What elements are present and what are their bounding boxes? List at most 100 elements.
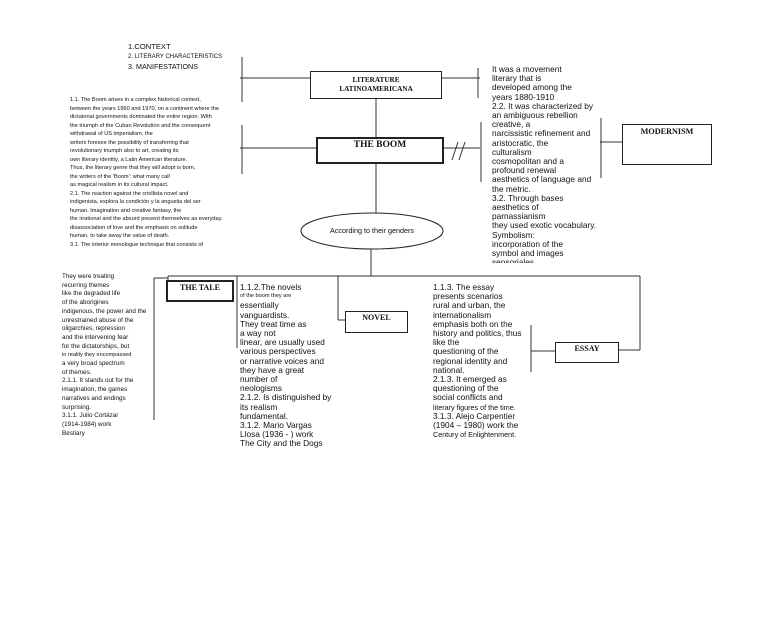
movement-line: narcissistic refinement and bbox=[492, 128, 591, 139]
tale-line: narratives and endings bbox=[62, 394, 126, 402]
context-line: 3.1. The interior monologue technique th… bbox=[70, 241, 203, 248]
tale-line: of the aborigines bbox=[62, 299, 109, 307]
context-line: dictatorial governments dominated the en… bbox=[70, 114, 212, 120]
context-line: Thus, the literary genre that they will … bbox=[70, 165, 196, 171]
movement-line: profound renewal bbox=[492, 165, 557, 176]
context-line: 2.1. The reaction against the criollista… bbox=[70, 190, 189, 197]
tale-line: a very broad spectrum bbox=[62, 360, 125, 368]
essay-line: national. bbox=[433, 364, 465, 375]
essay-line: 1.1.3. The essay bbox=[433, 282, 495, 292]
novel-line: of the boom they are bbox=[240, 293, 292, 300]
essay-node: ESSAY bbox=[555, 342, 619, 363]
essay-line: rural and urban, the bbox=[433, 300, 506, 311]
context-line: writers foresee the possibility of trans… bbox=[70, 139, 189, 146]
tale-line: of themes. bbox=[62, 368, 92, 376]
essay-line: questioning of the bbox=[433, 346, 499, 357]
novel-line: vanguardists. bbox=[240, 309, 290, 320]
tale-line: 2.1.1. It stands out for the bbox=[62, 377, 134, 385]
movement-line: years 1880-1910 bbox=[492, 91, 555, 102]
novel-line: neologisms bbox=[240, 383, 282, 394]
tale-line: They were treating bbox=[62, 273, 115, 280]
context-line: withdrawal of US imperialism, the bbox=[70, 131, 153, 137]
novel-node: NOVEL bbox=[345, 311, 408, 333]
novel-line: 2.1.2. Is distinguished by bbox=[240, 392, 332, 403]
movement-line: aesthetics of bbox=[492, 202, 539, 213]
novel-line: a way not bbox=[240, 328, 276, 339]
tale-text: They were treating recurring themes like… bbox=[62, 273, 146, 438]
tale-line: recurring themes bbox=[62, 281, 110, 289]
genders-ellipse bbox=[300, 212, 444, 250]
genders-node-label: According to their genders bbox=[330, 226, 414, 235]
novel-line: or narrative voices and bbox=[240, 355, 324, 366]
context-line: the writers of the 'Boom': what many cal… bbox=[70, 173, 170, 180]
context-line: the irrational and the absurd present th… bbox=[70, 216, 223, 222]
movement-line: an ambiguous rebellion bbox=[492, 110, 578, 121]
essay-node-label: ESSAY bbox=[574, 344, 600, 353]
tale-line: oligarchies, repression bbox=[62, 325, 125, 333]
context-line: revolutionary triumph also to art, creat… bbox=[70, 148, 179, 154]
context-text: 1.1. The Boom arises in a complex histor… bbox=[70, 96, 223, 249]
tale-node: THE TALE bbox=[166, 280, 234, 302]
tale-line: (1914-1984) work bbox=[62, 420, 112, 428]
novel-line: fundamental. bbox=[240, 410, 288, 421]
movement-line: developed among the bbox=[492, 82, 572, 93]
essay-line: Century of Enlightenment. bbox=[433, 430, 517, 440]
essay-line: literary figures of the time. bbox=[433, 402, 516, 412]
context-line: indigenista, explora la condición y la a… bbox=[70, 199, 201, 205]
novel-line: The City and the Dogs bbox=[240, 438, 323, 449]
movement-line: they used exotic vocabulary. bbox=[492, 220, 597, 231]
tale-line: imagination, the games bbox=[62, 386, 128, 394]
boom-node-label: THE BOOM bbox=[353, 140, 407, 150]
essay-line: regional identity and bbox=[433, 355, 508, 366]
movement-line: incorporation of the bbox=[492, 238, 564, 249]
movement-line: symbol and images bbox=[492, 248, 564, 259]
context-line: as magical realism in its cultural impac… bbox=[70, 182, 169, 188]
tale-line: surprising. bbox=[62, 403, 92, 411]
tale-line: like the degraded life bbox=[62, 290, 121, 298]
outline-item-characteristics: 2. LITERARY CHARACTERISTICS bbox=[128, 54, 223, 60]
movement-line: parnassianism bbox=[492, 211, 546, 222]
movement-line: cosmopolitan and a bbox=[492, 156, 564, 167]
context-line: human, to take away the value of death. bbox=[70, 233, 170, 239]
tale-line: Bestiary bbox=[62, 429, 85, 437]
essay-line: questioning of the bbox=[433, 383, 499, 394]
novel-line: its realism bbox=[240, 401, 278, 412]
movement-line: 2.2. It was characterized by bbox=[492, 100, 593, 111]
tale-line: unrestrained abuse of the bbox=[62, 316, 134, 324]
essay-line: 2.1.3. It emerged as bbox=[433, 374, 507, 385]
essay-line: (1904 – 1980) work the bbox=[433, 420, 519, 431]
novel-line: linear, are usually used bbox=[240, 337, 325, 348]
modernism-node: MODERNISM bbox=[622, 124, 712, 165]
context-line: 1.1. The Boom arises in a complex histor… bbox=[70, 97, 201, 103]
movement-line: It was a movement bbox=[492, 65, 562, 74]
movement-line: 3.2. Through bases bbox=[492, 192, 564, 203]
novel-line: various perspectives bbox=[240, 346, 316, 357]
outline-item-context: 1.CONTEXT bbox=[128, 42, 171, 51]
novel-line: 3.1.2. Mario Vargas bbox=[240, 420, 312, 431]
movement-line: Symbolism: bbox=[492, 229, 535, 240]
literature-node-line1: LITERATURE bbox=[352, 76, 400, 84]
tale-node-label: THE TALE bbox=[180, 283, 220, 292]
movement-line: aristocratic, the bbox=[492, 137, 549, 148]
context-line: disassociation of love and the emphasis … bbox=[70, 224, 198, 231]
novel-line: essentially bbox=[240, 300, 279, 311]
modernism-node-label: MODERNISM bbox=[640, 127, 694, 136]
context-line: the triumph of the Cuban Revolution and … bbox=[70, 122, 211, 129]
essay-line: internationalism bbox=[433, 309, 492, 320]
essay-line: presents scenarios bbox=[433, 291, 503, 302]
context-line: own literary identity, a Latin American … bbox=[70, 156, 188, 163]
movement-line: culturalism bbox=[492, 146, 532, 157]
outline-item-manifestations: 3. MANIFESTATIONS bbox=[128, 62, 199, 71]
tale-line: 3.1.1. Julio Cortázar bbox=[62, 412, 119, 420]
novel-line: they have a great bbox=[240, 364, 305, 375]
tale-line: indigenous, the power and the bbox=[62, 307, 147, 315]
tale-line: for the dictatorships, but bbox=[62, 342, 130, 350]
movement-line: literary that is bbox=[492, 73, 542, 84]
movement-text: It was a movement literary that is devel… bbox=[492, 65, 596, 263]
outline: 1.CONTEXT 2. LITERARY CHARACTERISTICS 3.… bbox=[128, 42, 222, 72]
movement-line: aesthetics of language and bbox=[492, 174, 592, 185]
essay-line: 3.1.3. Alejo Carpentier bbox=[433, 410, 516, 421]
essay-line: history and politics, thus bbox=[433, 328, 522, 339]
context-line: between the years 1960 and 1970, on a co… bbox=[70, 105, 219, 112]
